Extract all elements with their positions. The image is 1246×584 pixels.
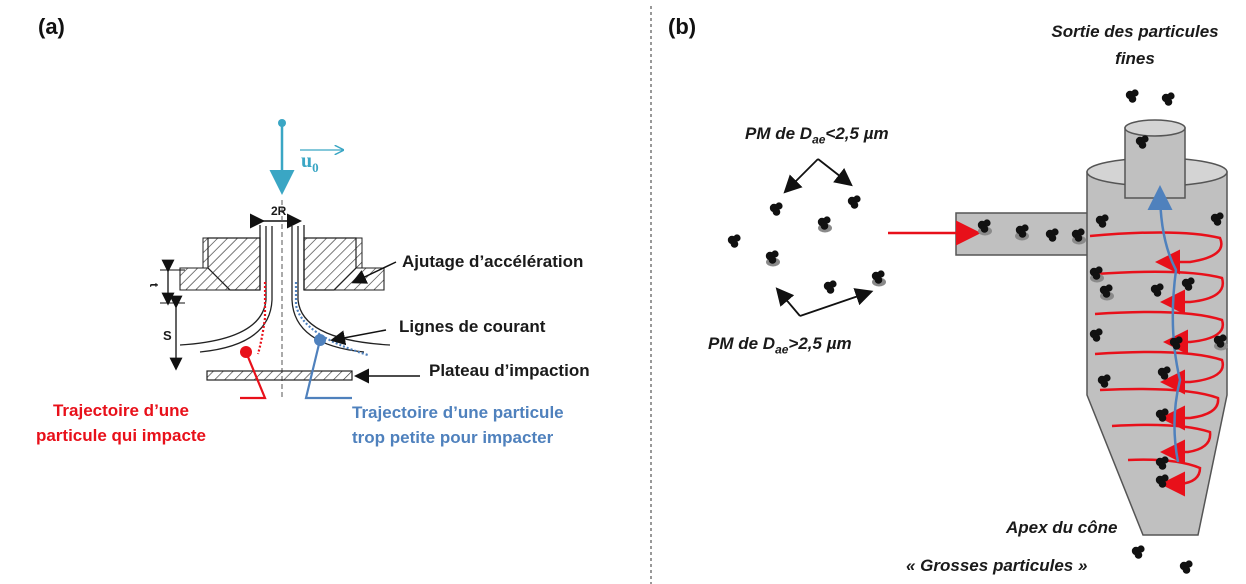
dim-t-label: t (147, 283, 161, 287)
red-callout-line (240, 351, 267, 400)
particle (823, 280, 837, 294)
upward-flow-arrow (1147, 185, 1182, 463)
streamlines-label: Lignes de courant (399, 317, 546, 336)
streamline (199, 226, 273, 353)
nozzle-label: Ajutage d’accélération (402, 252, 584, 271)
particle (847, 195, 861, 209)
impactor-diagram (160, 119, 420, 400)
pm-large-arrow (775, 287, 801, 317)
blue-trajectory-label: Trajectoire d’une particule trop petite … (352, 403, 564, 447)
blue-trajectory (294, 282, 369, 357)
particle (1131, 545, 1145, 559)
red-trajectory (256, 282, 267, 355)
particle (727, 234, 741, 248)
streamline (291, 226, 365, 353)
pm-small-arrow (817, 158, 853, 187)
red-trajectory-label: Trajectoire d’une particule qui impacte (35, 401, 207, 445)
impaction-plate (206, 370, 353, 381)
nozzle-pointer (351, 261, 397, 284)
pm-small-arrow (783, 158, 819, 194)
vortex-loop (1111, 423, 1212, 465)
apex-label: Apex du cône (1006, 518, 1118, 537)
panel-a-label: (a) (38, 14, 65, 39)
vortex-loop (1094, 350, 1225, 395)
vortex-loop (1089, 231, 1223, 275)
streamline (297, 226, 391, 346)
vortex-loop (1094, 270, 1225, 315)
outlet-tube (1124, 127, 1186, 199)
dim-s-label: S (163, 328, 172, 343)
velocity-label: u0 (301, 150, 319, 175)
cyclone-diagram (727, 89, 1228, 574)
blue-callout-line (304, 339, 352, 400)
particle (1179, 560, 1193, 574)
particle (1161, 92, 1175, 106)
pm-small-label: PM de Dae<2,5 µm (745, 124, 889, 147)
streamline-pointer (330, 329, 387, 346)
pm-large-label: PM de Dae>2,5 µm (708, 334, 852, 357)
plate-label: Plateau d’impaction (429, 361, 590, 380)
dim-2r-label: 2R (271, 204, 287, 218)
particle (1125, 89, 1139, 103)
vortex-loop (1099, 387, 1220, 431)
particle (769, 202, 783, 216)
coarse-particles-label: « Grosses particules » (906, 556, 1088, 575)
panel-b-label: (b) (668, 14, 697, 39)
vortex-loop (1127, 458, 1202, 497)
pm-large-arrow (799, 288, 874, 317)
outlet-label: Sortie des particules fines (1051, 22, 1219, 68)
vortex-loop (1094, 310, 1225, 355)
